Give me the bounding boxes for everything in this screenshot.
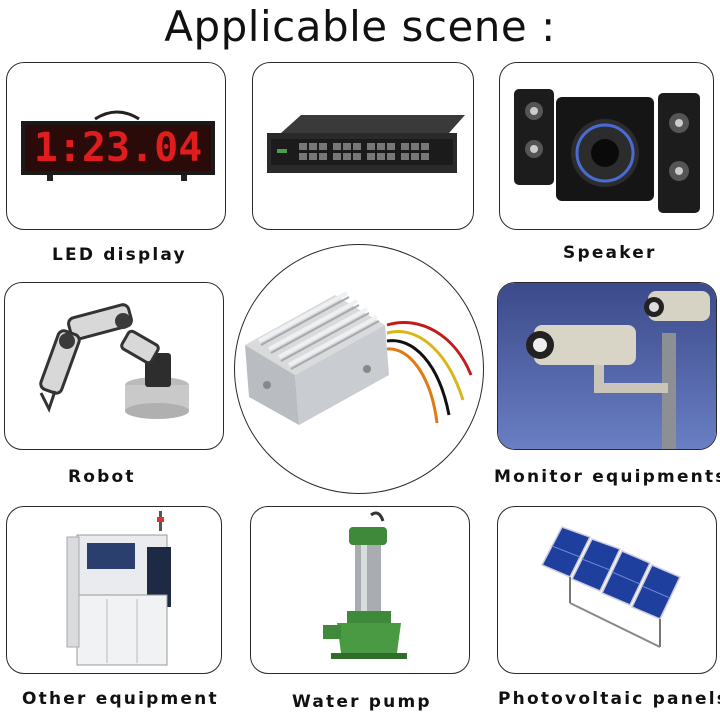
- scene-label-robot: Robot: [68, 467, 136, 487]
- scene-card-water-pump: [250, 506, 470, 674]
- led-display-icon: 1:23.04: [21, 110, 215, 181]
- industrial-machine-icon: [66, 511, 171, 666]
- scene-card-monitor: [497, 282, 717, 450]
- scene-label-monitor: Monitor equipments: [494, 467, 720, 487]
- robot-arm-icon: [39, 303, 189, 419]
- dc-converter-icon: [245, 291, 473, 425]
- scene-card-speaker: [499, 62, 714, 230]
- scene-label-led-display: LED display: [52, 245, 187, 265]
- water-pump-icon: [323, 511, 407, 659]
- speaker-icon: [514, 89, 700, 213]
- scene-label-speaker: Speaker: [563, 243, 657, 263]
- led-display-text: 1:23.04: [34, 125, 203, 171]
- scene-card-other-equipment: [6, 506, 222, 674]
- center-product: [234, 244, 484, 494]
- scene-label-photovoltaic: Photovoltaic panels: [498, 689, 720, 709]
- scene-label-water-pump: Water pump: [292, 692, 432, 712]
- scene-card-robot: [4, 282, 224, 450]
- scene-card-network-switch: [252, 62, 474, 230]
- solar-panel-icon: [540, 526, 682, 648]
- page-title: Applicable scene :: [164, 2, 556, 51]
- security-camera-icon: [498, 283, 716, 449]
- scene-card-led-display: 1:23.04: [6, 62, 226, 230]
- network-switch-icon: [267, 115, 465, 173]
- scene-label-other-equipment: Other equipment: [22, 689, 219, 709]
- scene-card-photovoltaic: [497, 506, 717, 674]
